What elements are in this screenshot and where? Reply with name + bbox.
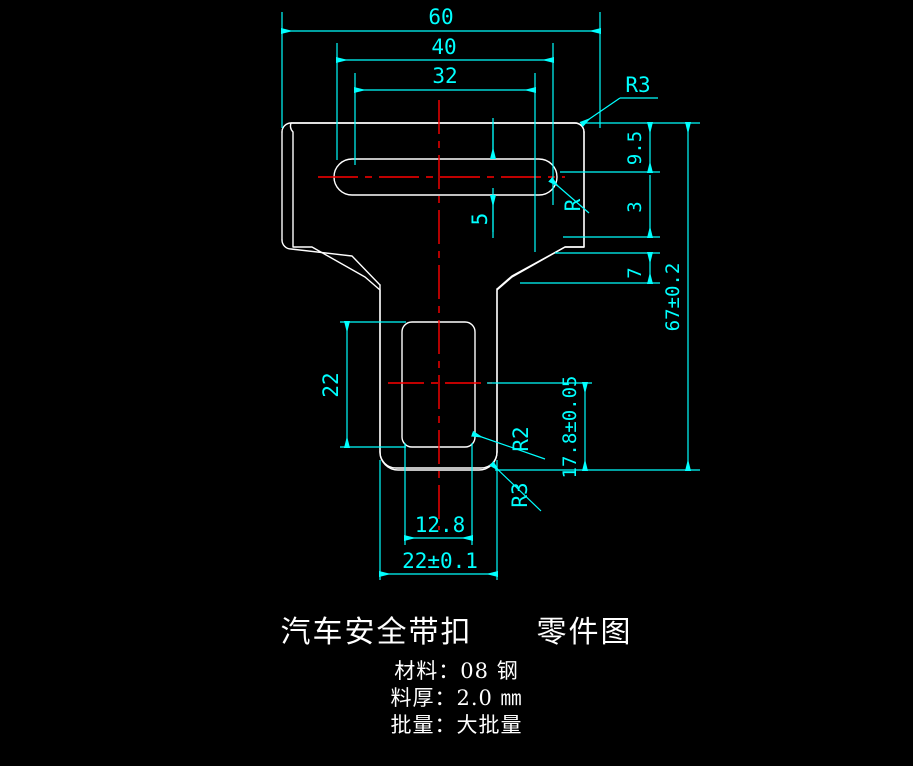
head-left-corner — [281, 122, 585, 133]
leader-line-slot-r — [548, 177, 590, 214]
dim-text-67: 67±0.2 — [662, 263, 684, 332]
dim-text-60: 60 — [428, 5, 453, 29]
dim-text-7: 7 — [624, 267, 646, 278]
dim-text-17-8: 17.8±0.05 — [559, 376, 581, 479]
dimension-22-height: 22 — [319, 321, 406, 448]
dim-text-r3-top: R3 — [625, 73, 650, 97]
dim-text-r3-bottom: R3 — [508, 482, 532, 507]
dimension-9-5: 9.5 — [624, 122, 653, 173]
spec-material: 材料：08 钢 — [394, 659, 519, 683]
leader-line-r3-bottom — [489, 461, 542, 512]
dimension-3: 3 — [624, 175, 653, 238]
dim-text-3: 3 — [624, 201, 646, 212]
dim-text-5: 5 — [468, 213, 492, 226]
title-block: 汽车安全带扣 零件图 材料：08 钢 料厚：2.0 ㎜ 批量：大批量 — [0, 612, 913, 739]
dim-text-32: 32 — [432, 64, 457, 88]
right-shoulder-taper — [496, 246, 585, 290]
centerlines — [318, 100, 565, 530]
leader-window-radius-r2: R2 — [471, 426, 546, 460]
dim-text-12-8: 12.8 — [415, 513, 466, 537]
dim-text-22-width: 22±0.1 — [402, 549, 478, 573]
dim-text-40: 40 — [431, 35, 456, 59]
dim-text-22-height: 22 — [319, 372, 343, 397]
dimension-60: 60 — [281, 5, 601, 34]
drawing-title: 汽车安全带扣 零件图 — [280, 615, 633, 650]
left-shoulder-taper — [281, 239, 381, 286]
dim-text-r2: R2 — [509, 426, 533, 451]
dimension-32: 32 — [354, 64, 536, 93]
dimension-layer: 60 40 32 5 R — [281, 5, 700, 580]
dim-text-9-5: 9.5 — [624, 131, 646, 165]
dimension-7: 7 — [624, 252, 653, 284]
dimension-40: 40 — [336, 35, 554, 63]
dimension-67: 67±0.2 — [662, 122, 691, 471]
lower-window — [401, 321, 476, 448]
leader-top-corner-radius: R3 — [579, 73, 658, 128]
dimension-5: 5 — [468, 118, 496, 238]
dimension-17-8: 17.8±0.05 — [487, 376, 592, 479]
leader-line-r2 — [471, 430, 546, 460]
spec-batch: 批量：大批量 — [390, 713, 523, 737]
dimension-12-8: 12.8 — [404, 443, 473, 545]
leader-shank-radius-r3: R3 — [489, 461, 542, 512]
leader-slot-radius: R — [548, 177, 590, 214]
part-outline — [281, 122, 585, 471]
leader-line-r3-top — [579, 97, 621, 128]
dim-text-slot-radius: R — [561, 198, 585, 211]
spec-thickness: 料厚：2.0 ㎜ — [390, 686, 523, 710]
spec-list: 材料：08 钢 料厚：2.0 ㎜ 批量：大批量 — [0, 658, 913, 739]
shank-bottom-rounded — [379, 451, 498, 471]
dimension-22-width: 22±0.1 — [379, 460, 498, 580]
